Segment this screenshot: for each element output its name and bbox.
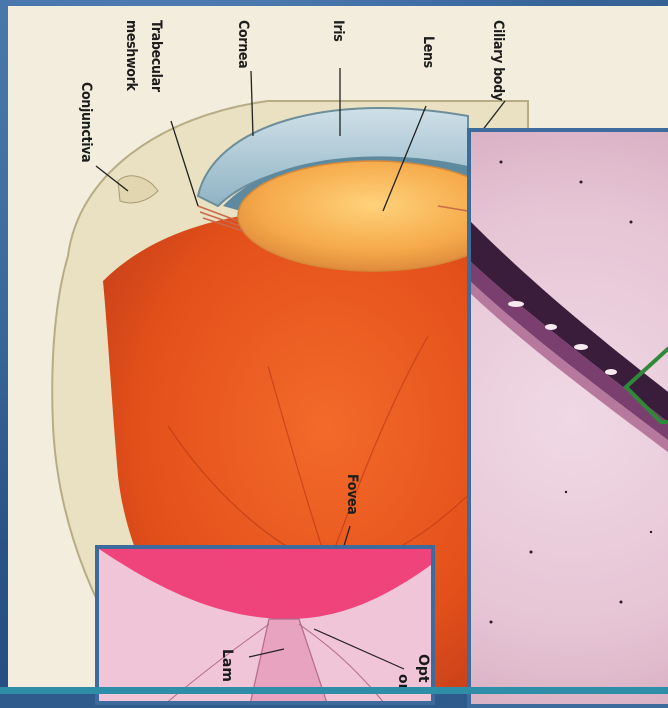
fovea-inset-label-lamina: Lam: [219, 649, 235, 682]
label-conjunctiva: Conjunctiva: [78, 82, 94, 162]
label-iris: Iris: [330, 20, 346, 42]
label-trabecular: Trabecular: [148, 20, 164, 92]
slide-bottom-strip: [0, 687, 668, 694]
label-meshwork: meshwork: [123, 20, 139, 91]
fovea-inset-label-optic: Opt: [415, 654, 431, 683]
label-lens: Lens: [420, 36, 436, 68]
histology-micrograph-inset: [467, 128, 668, 708]
fovea-detail-inset: Lam Opt on: [95, 545, 435, 705]
label-fovea: Fovea: [344, 474, 360, 514]
label-cornea: Cornea: [235, 20, 251, 68]
histology-image: [471, 132, 668, 708]
label-ciliary-body: Ciliary body: [490, 20, 506, 101]
fovea-cross-section: [99, 549, 435, 705]
